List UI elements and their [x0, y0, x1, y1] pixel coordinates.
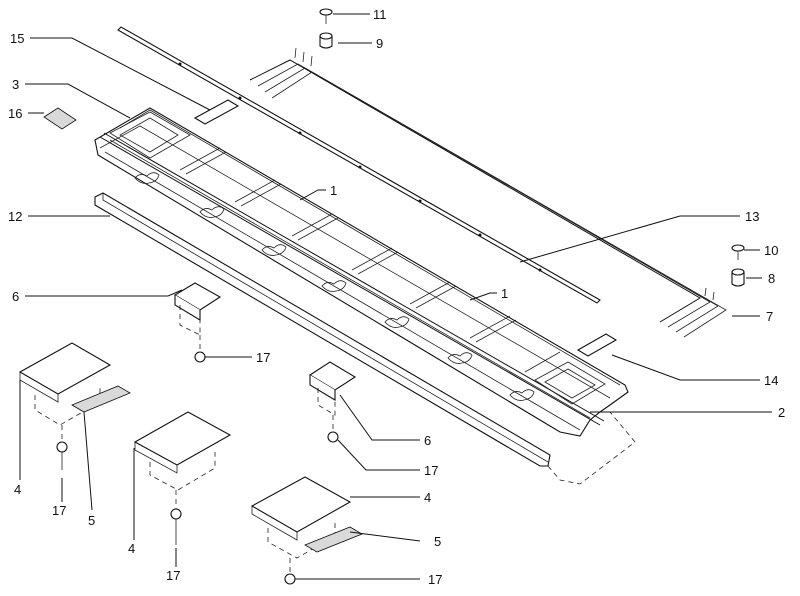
callout-12: 12	[8, 209, 22, 224]
callout-1-upper: 1	[330, 183, 337, 198]
callout-5-left: 5	[88, 513, 95, 528]
callout-2: 2	[778, 405, 785, 420]
callout-16: 16	[8, 106, 22, 121]
label-plates	[43, 99, 618, 357]
callout-8: 8	[768, 271, 775, 286]
callout-5-right: 5	[434, 534, 441, 549]
main-frame-tray	[94, 107, 629, 437]
callout-3: 3	[12, 77, 19, 92]
callout-9: 9	[376, 36, 383, 51]
callout-1-lower: 1	[501, 286, 508, 301]
callout-6-left: 6	[12, 289, 19, 304]
callout-4-right: 4	[424, 490, 431, 505]
callout-labels: 11 9 15 3 16 1 13 12 10 8 6 1 7 17 14 2 …	[8, 7, 785, 587]
callout-7: 7	[766, 309, 773, 324]
callout-4-middle: 4	[128, 541, 135, 556]
top-strip	[117, 26, 601, 304]
screw-part-17	[56, 335, 339, 585]
callout-17-c: 17	[424, 463, 438, 478]
callout-17-b: 17	[52, 503, 66, 518]
callout-13: 13	[745, 209, 759, 224]
leg-part-4	[18, 342, 352, 559]
callout-6-right: 6	[424, 433, 431, 448]
callout-17-e: 17	[428, 572, 442, 587]
bracket-part-6	[173, 282, 357, 416]
leader-lines	[19, 13, 772, 580]
callout-17-a: 17	[256, 350, 270, 365]
knob-parts	[319, 8, 745, 287]
pad-part-5	[71, 385, 363, 553]
callout-14: 14	[764, 373, 778, 388]
callout-11: 11	[373, 7, 387, 22]
side-rail-part-12	[94, 192, 636, 485]
wire-rod-set	[249, 47, 727, 338]
callout-17-d: 17	[166, 568, 180, 583]
callout-15: 15	[10, 31, 24, 46]
callout-4-left: 4	[14, 482, 21, 497]
callout-10: 10	[764, 243, 778, 258]
